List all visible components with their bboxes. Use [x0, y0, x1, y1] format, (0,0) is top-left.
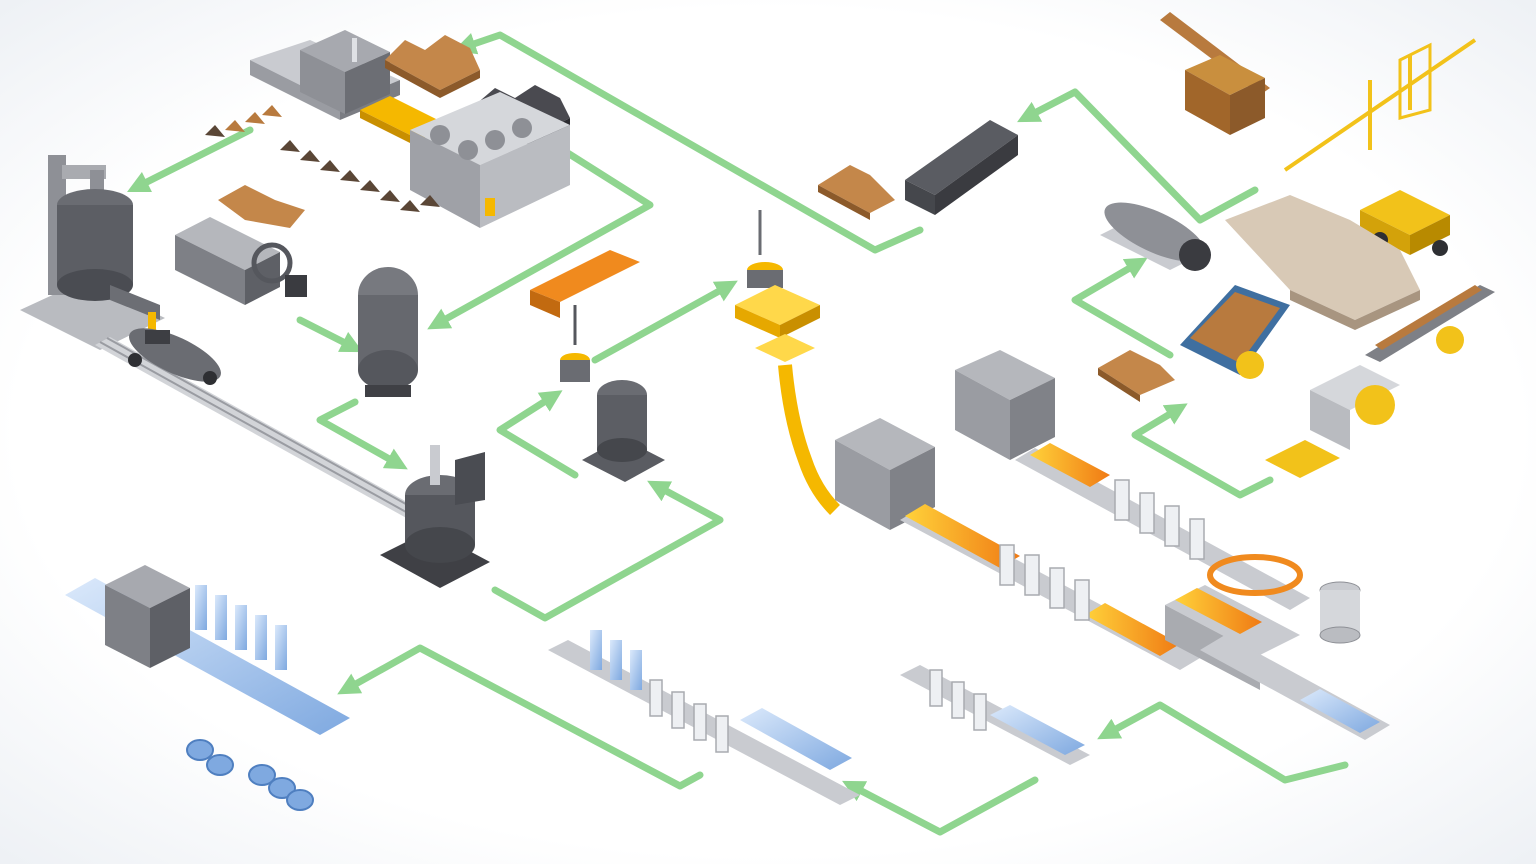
- cold-rolling-line: [900, 665, 1090, 765]
- flow-arrow-feeder-to-pile: [1131, 403, 1274, 499]
- flow-arrow-pickling-to-galvanizing: [337, 644, 704, 790]
- continuous-caster-icon: [735, 210, 841, 515]
- flow-arrow-up-to-converter2: [491, 480, 724, 622]
- coil-box-icon: [1207, 554, 1303, 596]
- ore-stockpile-icon: [1225, 195, 1420, 330]
- galvanizing-line-icon: [65, 565, 350, 735]
- flow-arrow-screen-to-crusher: [1071, 257, 1174, 359]
- flow-arrow-converter-down: [316, 398, 408, 470]
- flow-arrow-ladle-to-caster: [591, 280, 738, 364]
- feeder-conveyor-icon: [1365, 285, 1495, 362]
- flow-arrow-coke-to-converter: [427, 141, 654, 330]
- crusher-icon: [1100, 202, 1211, 271]
- coke-battery-icon: [410, 92, 570, 228]
- screen-icon: [1180, 285, 1290, 379]
- flow-arrow-caster-to-ore: [453, 31, 924, 254]
- flow-arrows: [126, 31, 1349, 836]
- torpedo-car-icon: [128, 328, 221, 385]
- flow-arrow-sinter-to-furnace: [126, 126, 254, 193]
- dragline-excavator-icon: [1160, 12, 1270, 135]
- ore-heaps-row: [205, 105, 440, 212]
- ladle-crane-icon: [530, 250, 640, 382]
- basic-oxygen-furnace-icon: [380, 445, 490, 588]
- runout-table: [1200, 635, 1390, 740]
- ore-pile-icon: [385, 35, 480, 98]
- pickling-line-icon: [548, 630, 860, 805]
- coil-icon: [1319, 581, 1361, 644]
- stacker-conveyor-icon: [1283, 38, 1477, 172]
- screw-conveyor-icon: [905, 120, 1018, 215]
- flow-arrow-mine-to-screw: [1017, 88, 1259, 224]
- steel-coils-icon: [186, 739, 314, 811]
- feeder-machine-icon: [1265, 365, 1400, 478]
- flow-arrow-coke-oven-to-converter: [296, 316, 363, 353]
- hot-strip-line-2: [1015, 443, 1310, 610]
- flow-arrow-line-to-pickling: [842, 776, 1039, 836]
- flow-arrow-mill-to-line: [1097, 701, 1349, 784]
- blast-furnace-icon: [20, 155, 165, 350]
- coke-oven-icon: [175, 185, 307, 305]
- rolling-mill-icon: [999, 479, 1205, 621]
- electric-arc-furnace-icon: [582, 380, 665, 482]
- flow-arrow-loop-ladle: [496, 390, 579, 479]
- reheat-furnace-2-icon: [955, 350, 1055, 460]
- converter-icon: [358, 267, 418, 397]
- dump-truck-icon: [1360, 190, 1450, 256]
- ore-pile-2-icon: [818, 165, 895, 220]
- ore-pile-3-icon: [1098, 350, 1175, 402]
